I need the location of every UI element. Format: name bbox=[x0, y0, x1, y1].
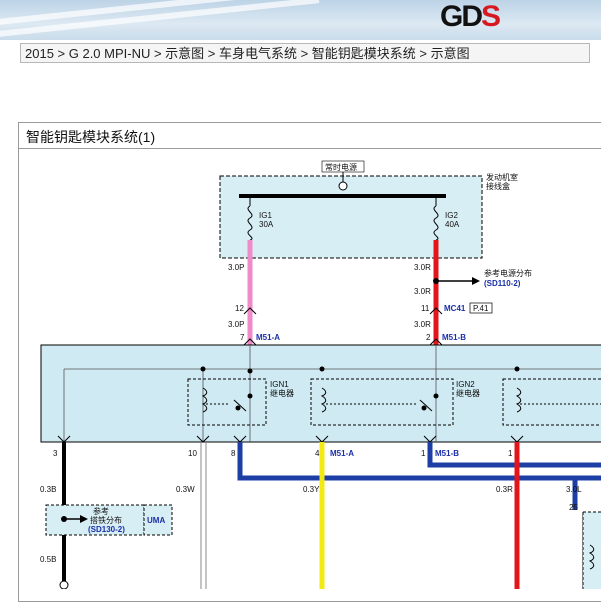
pin-label: 4 bbox=[315, 449, 320, 458]
connector-symbol bbox=[243, 338, 257, 346]
arrow-right-icon bbox=[80, 515, 88, 523]
ground-terminal bbox=[59, 580, 69, 589]
connector-symbol bbox=[243, 307, 257, 315]
power-terminal bbox=[338, 181, 348, 191]
connector-symbol bbox=[196, 435, 210, 443]
uma-label: UMA bbox=[147, 516, 165, 525]
pin-label: 1 bbox=[508, 449, 513, 458]
pin-label: 2 bbox=[426, 333, 431, 342]
relay-3 bbox=[502, 378, 601, 426]
ground-ref-label: 参考 bbox=[93, 506, 109, 516]
fuse-ig2-label: IG2 bbox=[445, 211, 458, 220]
logo-text: GD bbox=[440, 0, 483, 33]
logo-accent: S bbox=[481, 0, 501, 33]
diagram-title: 智能钥匙模块系统(1) bbox=[26, 129, 156, 145]
ref-power-label: 参考电源分布 bbox=[484, 268, 532, 278]
junction-dot bbox=[319, 366, 325, 372]
fuse-ig2-icon bbox=[433, 205, 439, 241]
uma-box bbox=[143, 504, 173, 536]
relay1-label: 继电器 bbox=[270, 388, 294, 398]
connector-symbol bbox=[429, 307, 443, 315]
relay-coil-icon bbox=[201, 387, 208, 413]
page-ref-label[interactable]: P.41 bbox=[473, 304, 489, 313]
relay-switch-icon bbox=[419, 399, 433, 412]
pin-label: 25 bbox=[569, 503, 578, 512]
fuse-ig1-label: IG1 bbox=[259, 211, 272, 220]
relay-coil-icon bbox=[515, 387, 522, 413]
wire-label: 0.3R bbox=[496, 485, 513, 494]
page-ref-box[interactable] bbox=[469, 302, 493, 314]
title-divider bbox=[19, 148, 601, 149]
gds-logo: GDS bbox=[440, 0, 520, 36]
pin-label: 8 bbox=[231, 449, 236, 458]
pin-label: 7 bbox=[240, 333, 245, 342]
relay-contact bbox=[247, 393, 253, 399]
wire-label: 0.3B bbox=[40, 485, 56, 494]
connector-label: M51-B bbox=[442, 333, 466, 342]
relay-contact bbox=[235, 405, 241, 411]
wiring-diagram: 常时电源 发动机室 接线盒 IG1 30A IG2 40A 3.0P 12 3.… bbox=[40, 160, 601, 589]
relay-ign1 bbox=[187, 378, 267, 426]
arrow-right-icon bbox=[472, 277, 480, 285]
junction-dot bbox=[514, 366, 520, 372]
relay2-label: IGN2 bbox=[456, 380, 475, 389]
wire-label: 3.0P bbox=[228, 263, 244, 272]
wire-label: 3.0R bbox=[414, 263, 431, 272]
junction-dot bbox=[247, 368, 253, 374]
smart-key-module bbox=[40, 344, 601, 443]
fuse-ig1-rating: 30A bbox=[259, 220, 274, 229]
partial-component-fill bbox=[583, 512, 601, 589]
relay-contact bbox=[421, 405, 427, 411]
connector-symbol bbox=[429, 338, 443, 346]
wire-blue-pin8 bbox=[237, 442, 601, 481]
connector-label: M51-A bbox=[330, 449, 354, 458]
wire-label: 3.0R bbox=[414, 320, 431, 329]
coil-icon bbox=[588, 544, 595, 570]
wire-label: 0.5B bbox=[40, 555, 56, 564]
engine-box-label: 发动机室 bbox=[486, 172, 518, 182]
pin-label: 12 bbox=[235, 304, 244, 313]
relay-coil-icon bbox=[320, 387, 327, 413]
breadcrumb[interactable]: 2015 > G 2.0 MPI-NU > 示意图 > 车身电气系统 > 智能钥… bbox=[20, 43, 590, 63]
ground-ref-label: 搭铁分布 bbox=[90, 515, 122, 525]
relay-switch-icon bbox=[233, 399, 247, 412]
connector-label: M51-B bbox=[435, 449, 459, 458]
power-label: 常时电源 bbox=[325, 162, 357, 172]
connector-label: M51-A bbox=[256, 333, 280, 342]
pin-label: 1 bbox=[421, 449, 426, 458]
ref-power-code[interactable]: (SD110-2) bbox=[484, 279, 521, 288]
junction-dot bbox=[200, 366, 206, 372]
wire-label: 0.3Y bbox=[303, 485, 320, 494]
wire-label: 3.0P bbox=[228, 320, 244, 329]
pin-label: 11 bbox=[421, 304, 430, 313]
wire-blue-pin1 bbox=[427, 442, 601, 468]
relay2-label: 继电器 bbox=[456, 388, 480, 398]
fuse-ig1-icon bbox=[247, 205, 253, 241]
fuse-ig2-rating: 40A bbox=[445, 220, 460, 229]
wire-label: 0.3W bbox=[176, 485, 195, 494]
pin-label: 10 bbox=[188, 449, 197, 458]
pin-label: 3 bbox=[53, 449, 58, 458]
header-banner: GDS bbox=[0, 0, 601, 40]
relay-ign2 bbox=[310, 378, 454, 426]
ground-ref-code[interactable]: (SD130-2) bbox=[88, 525, 125, 534]
relay-contact bbox=[433, 393, 439, 399]
connector-mc41[interactable]: MC41 bbox=[444, 304, 466, 313]
engine-box-label: 接线盒 bbox=[486, 181, 510, 191]
wire-label: 3.0L bbox=[566, 485, 582, 494]
wire-label: 3.0R bbox=[414, 287, 431, 296]
relay1-label: IGN1 bbox=[270, 380, 289, 389]
